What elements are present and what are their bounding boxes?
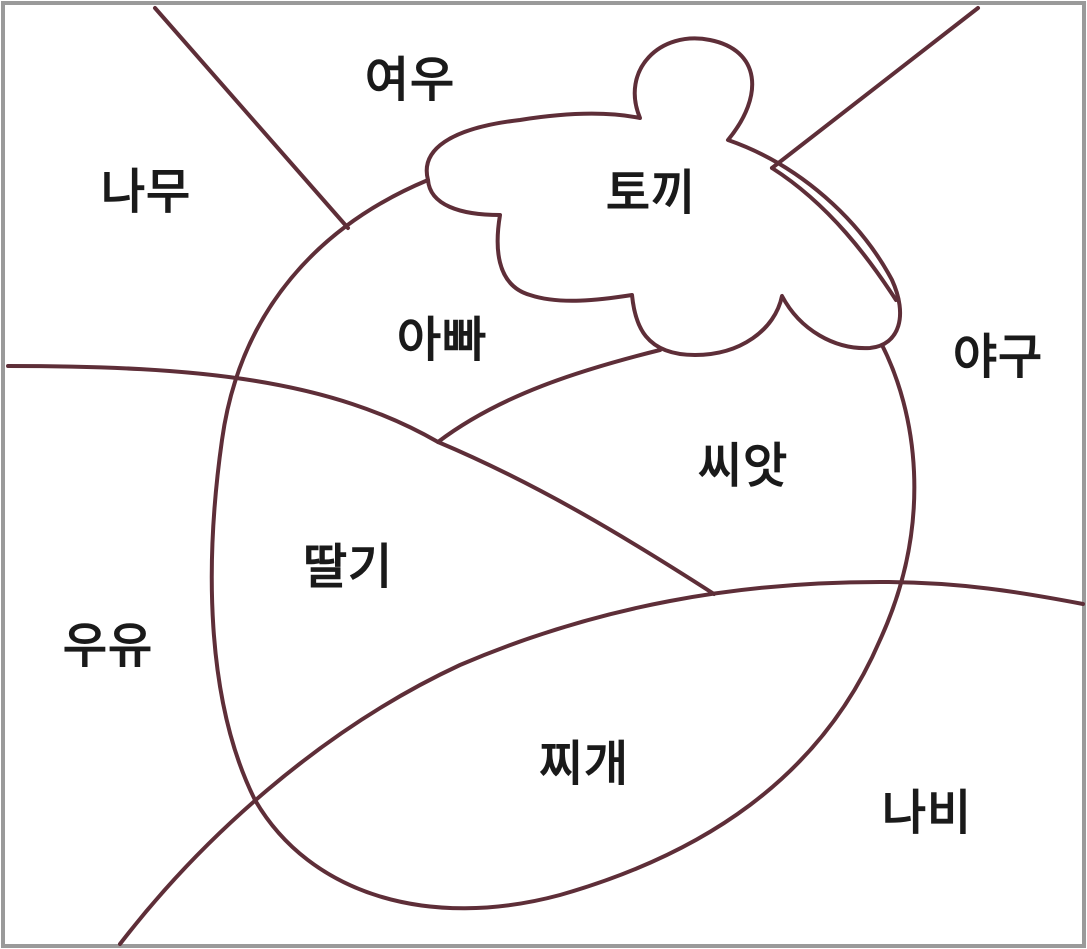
line-seed-divider (436, 348, 662, 444)
label-strawberry: 딸기 (302, 539, 394, 595)
rabbit-crown-outline (424, 36, 902, 357)
strawberry-body-outline (209, 166, 917, 911)
line-stew-arc (118, 580, 1085, 946)
label-baseball: 야구 (952, 329, 1044, 385)
line-milk-upper (6, 364, 716, 596)
label-milk: 우유 (62, 618, 154, 674)
line-fox-tree (153, 6, 350, 230)
label-stew: 찌개 (538, 736, 630, 792)
line-fox-baseball (770, 6, 980, 170)
label-dad: 아빠 (396, 312, 488, 368)
label-butterfly: 나비 (881, 785, 973, 841)
label-fox: 여우 (364, 52, 456, 108)
label-seed: 씨앗 (697, 438, 789, 494)
label-rabbit: 토끼 (605, 165, 697, 221)
label-tree: 나무 (100, 164, 192, 220)
